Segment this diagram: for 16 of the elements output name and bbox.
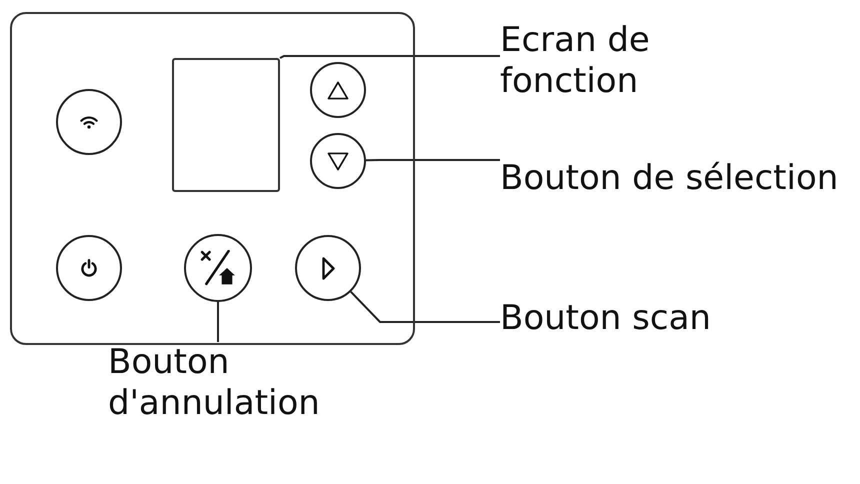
round-button <box>310 133 366 189</box>
round-button <box>184 234 252 302</box>
leader-line <box>366 159 500 162</box>
round-button <box>310 62 366 118</box>
callout-label: Bouton d'annulation <box>108 342 333 424</box>
callout-label: Bouton de sélection <box>500 158 838 199</box>
leader-line <box>350 291 500 323</box>
round-button <box>295 235 361 301</box>
leader-line <box>280 55 500 59</box>
display-screen <box>172 58 280 192</box>
callout-label: Ecran de fonction <box>500 20 668 102</box>
round-button <box>56 235 122 301</box>
control-panel <box>10 12 415 345</box>
round-button <box>56 89 122 155</box>
callout-label: Bouton scan <box>500 298 711 339</box>
leader-line <box>217 302 219 342</box>
